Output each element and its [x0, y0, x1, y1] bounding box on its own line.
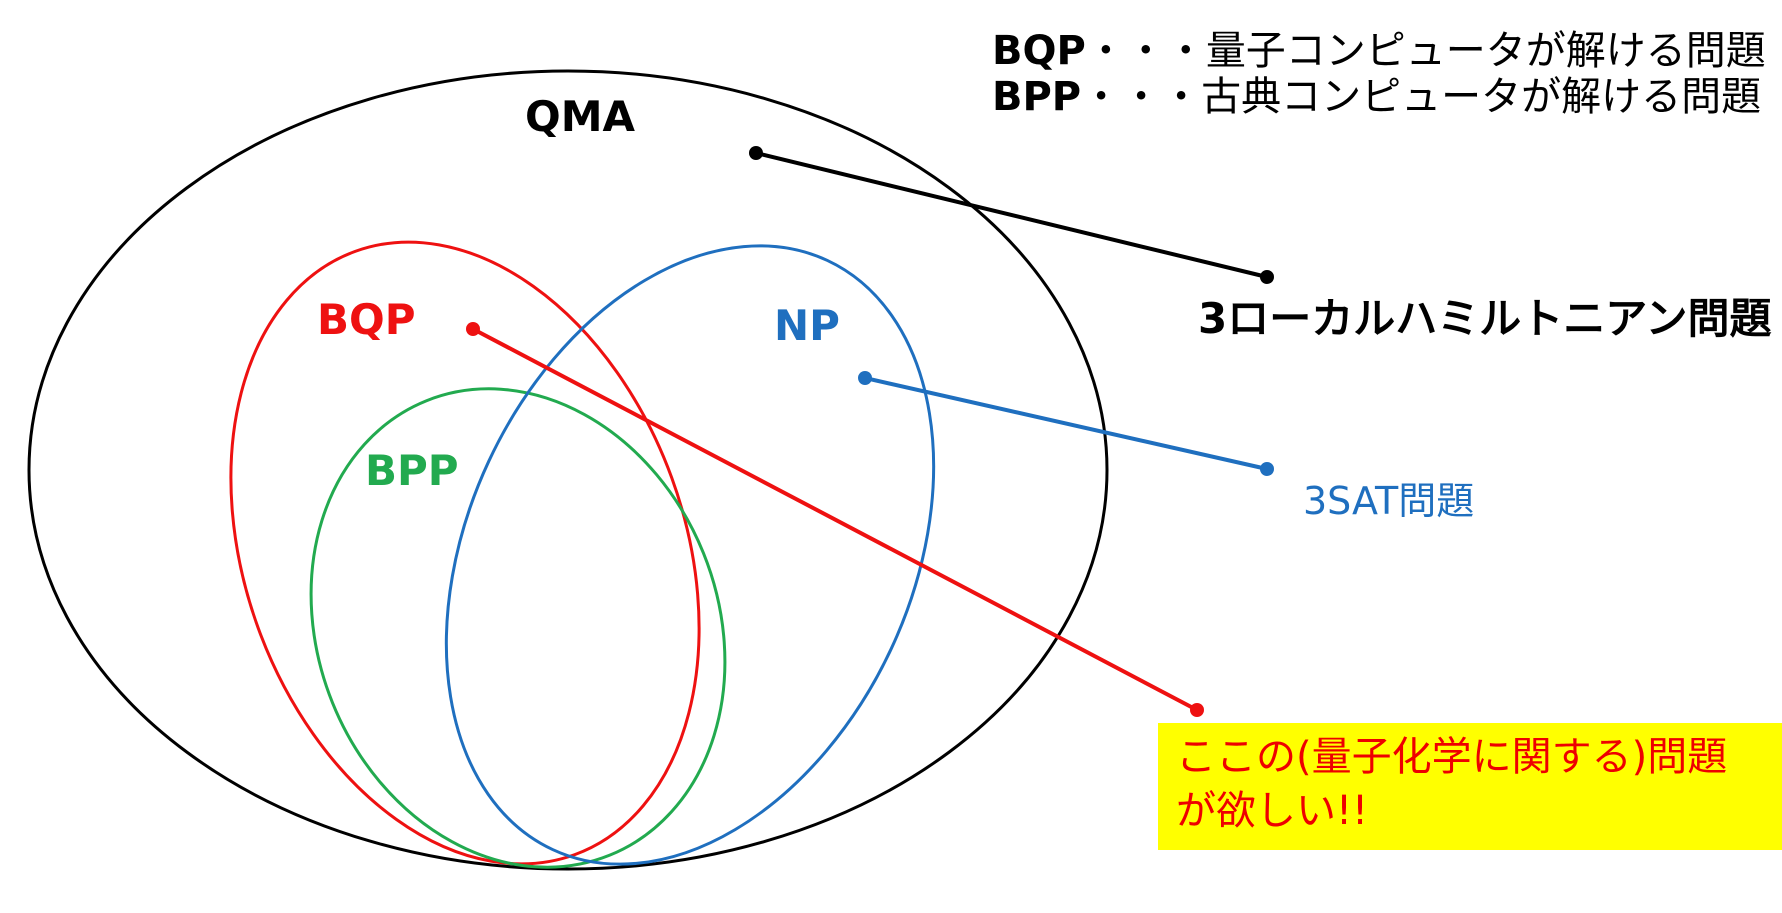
bqp-pointer-line [472, 327, 1198, 712]
np-ellipse [444, 244, 936, 866]
callout-line-2: が欲しい!! [1176, 788, 1369, 834]
callout-line-1: ここの(量子化学に関する)問題 [1176, 734, 1728, 780]
legend-desc-bpp: 古典コンピュータが解ける問題 [1201, 74, 1762, 120]
np-pointer-end-dot [1260, 462, 1274, 476]
qma-ellipse [27, 69, 1109, 871]
legend-sep-bqp: ・・・ [1085, 28, 1206, 74]
np-pointer-line [864, 376, 1268, 471]
local-hamiltonian-label: 3ローカルハミルトニアン問題 [1198, 294, 1772, 343]
np-label: NP [774, 301, 840, 350]
callout-box: ここの(量子化学に関する)問題 が欲しい!! [1158, 723, 1782, 850]
legend-row-bpp: BPP・・・古典コンピュータが解ける問題 [992, 74, 1766, 120]
qma-pointer-start-dot [749, 146, 763, 160]
qma-label: QMA [525, 92, 636, 141]
bpp-label: BPP [365, 446, 459, 495]
bqp-ellipse [229, 240, 701, 866]
legend-row-bqp: BQP・・・量子コンピュータが解ける問題 [992, 28, 1766, 74]
bpp-ellipse [309, 387, 727, 869]
legend-sep-bpp: ・・・ [1081, 74, 1202, 120]
legend: BQP・・・量子コンピュータが解ける問題 BPP・・・古典コンピュータが解ける問… [992, 28, 1766, 120]
qma-pointer-line [755, 151, 1268, 279]
legend-key-bpp: BPP [992, 74, 1082, 120]
legend-desc-bqp: 量子コンピュータが解ける問題 [1205, 28, 1766, 74]
three-sat-label: 3SAT問題 [1303, 479, 1475, 523]
np-pointer-start-dot [858, 371, 872, 385]
bqp-pointer-start-dot [466, 322, 480, 336]
bqp-pointer-end-dot [1190, 703, 1204, 717]
legend-key-bqp: BQP [992, 28, 1086, 74]
bqp-label: BQP [317, 295, 416, 344]
qma-pointer-end-dot [1260, 270, 1274, 284]
